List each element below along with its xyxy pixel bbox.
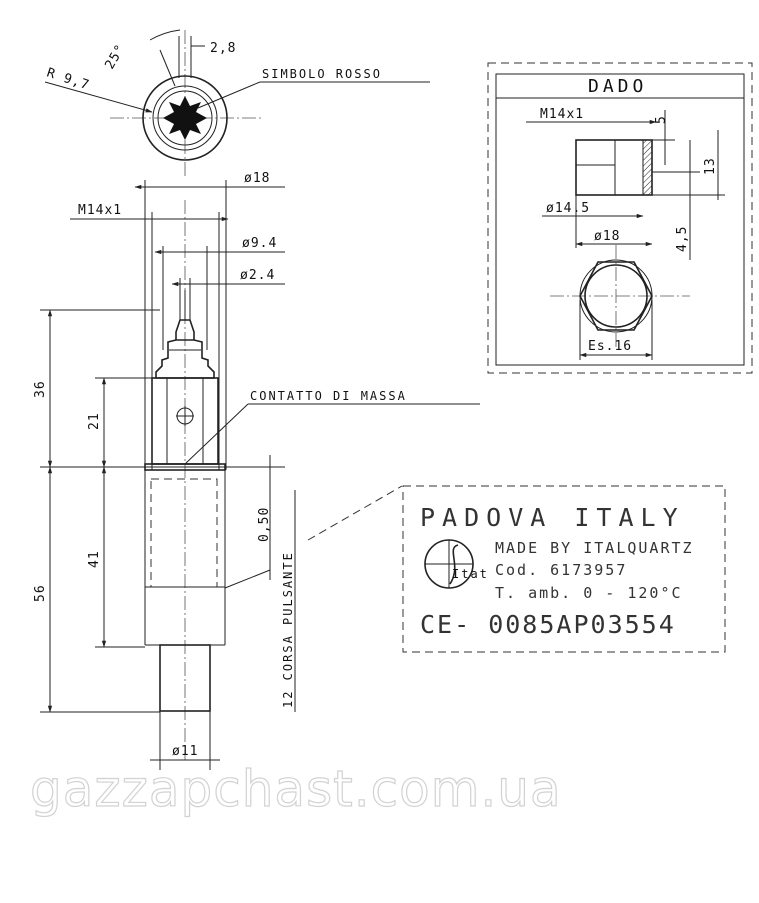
red-symbol-label: SIMBOLO ROSSO [262,67,382,81]
len-21-label: 21 [87,412,102,430]
body-dia-9-4-label: ø9.4 [242,236,277,251]
nut-dim-4-5-label: 4,5 [675,226,690,252]
logo-text: Itat [452,567,489,581]
nut-dim-13-label: 13 [703,157,718,175]
plate-line-5: CE- 0085AP03554 [420,610,676,639]
body-dia-11-label: ø11 [172,744,198,759]
nut-detail-box: DADO M14x1 5 13 4,5 ø14.5 ø18 Es.16 [487,62,753,374]
nut-title: DADO [588,76,647,97]
len-36-label: 36 [33,380,48,398]
len-0-50-label: 0,50 [257,507,272,542]
nut-dia-18-label: ø18 [594,229,620,244]
len-41-label: 41 [87,550,102,568]
body-dia-18-label: ø18 [244,171,270,186]
ground-contact-label: CONTATTO DI MASSA [250,389,407,403]
plate-line-4: T. amb. 0 - 120°C [495,584,683,602]
nut-thread-label: M14x1 [540,107,584,122]
nut-dia-14-5-label: ø14.5 [546,201,590,216]
top-view: 2,8 25° R 9,7 SIMBOLO ROSSO [45,29,430,178]
plate-line-1: PADOVA ITALY [420,503,685,532]
plate-line-2: MADE BY ITALQUARTZ [495,539,694,557]
nut-wrench-label: Es.16 [588,339,632,354]
stroke-label: 12 CORSA PULSANTE [281,551,295,708]
plate-line-3: Cod. 6173957 [495,561,627,579]
body-dia-2-4-label: ø2.4 [240,268,275,283]
nameplate: PADOVA ITALY Itat MADE BY ITALQUARTZ Cod… [307,485,726,653]
len-56-label: 56 [33,584,48,602]
main-body-view: ø18 M14x1 ø9.4 ø2.4 CONTATTO DI MASSA [33,171,480,770]
nut-dim-5-label: 5 [654,115,669,124]
red-star-symbol [163,96,207,140]
italquartz-logo: Itat [424,539,489,589]
body-thread-label: M14x1 [78,203,122,218]
radius-label: R 9,7 [45,66,92,94]
angle-label: 25° [102,42,128,72]
top-width-label: 2,8 [210,41,236,56]
watermark: gazzapchast.com.ua [30,760,562,818]
